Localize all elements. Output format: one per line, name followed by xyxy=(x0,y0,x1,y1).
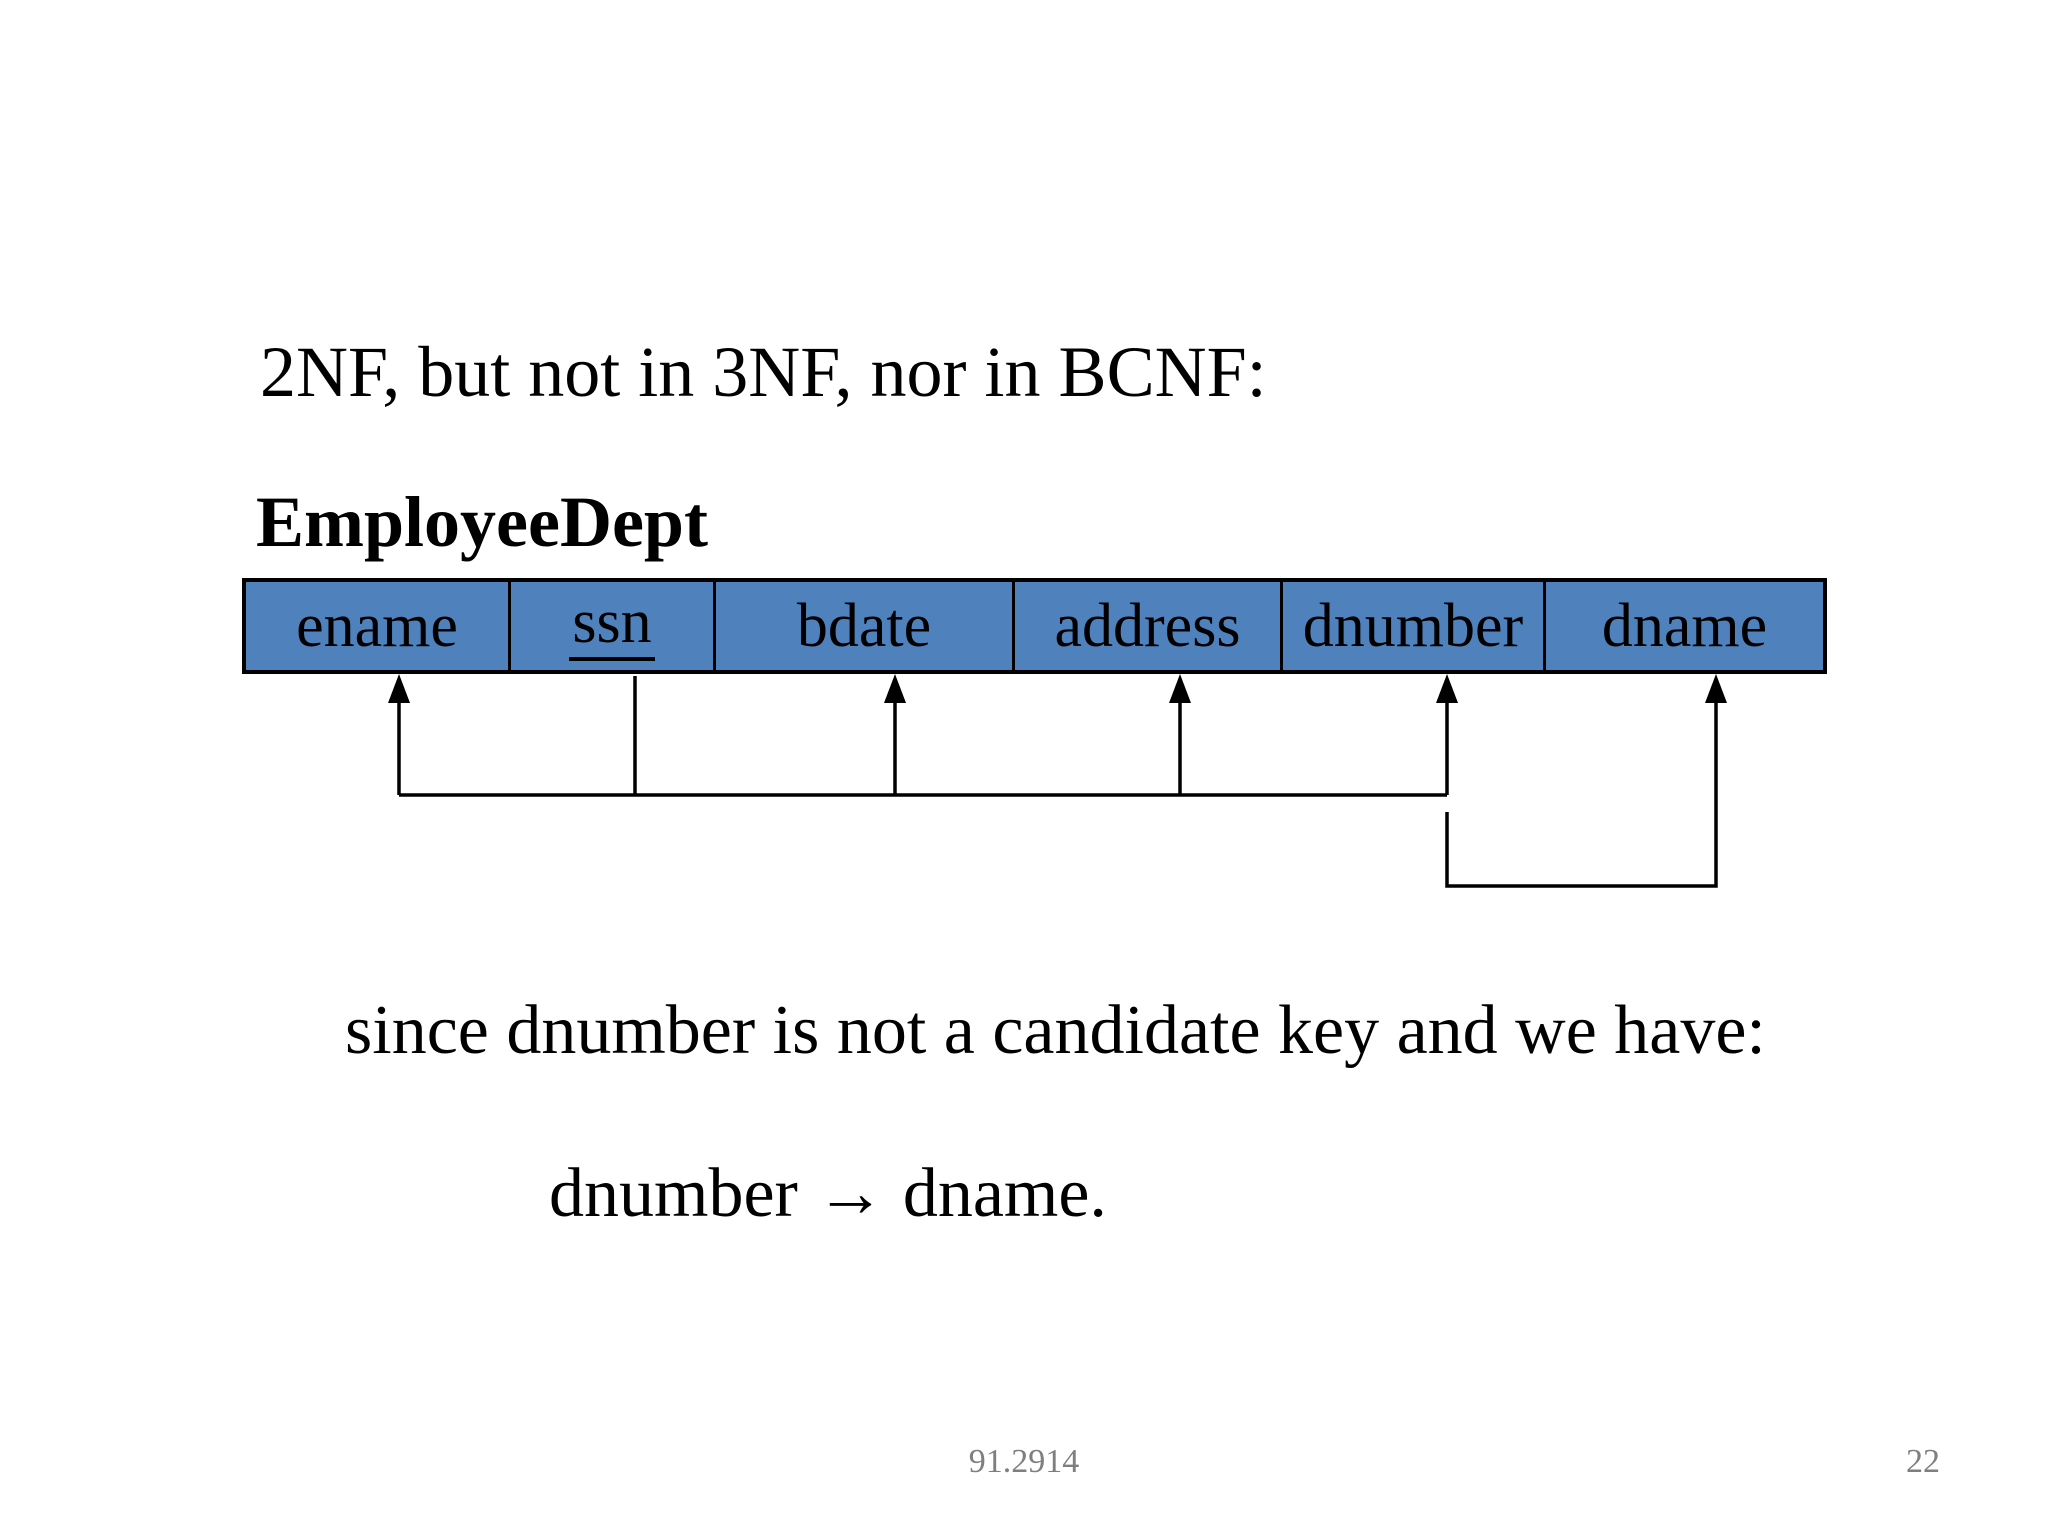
note-text: since dnumber is not a candidate key and… xyxy=(345,992,1766,1069)
footer-page-number: 22 xyxy=(1906,1443,1940,1480)
relation-name: EmployeeDept xyxy=(256,482,708,562)
column-cell-ename: ename xyxy=(246,582,511,670)
column-cell-dnumber: dnumber xyxy=(1283,582,1546,670)
footer-course-number: 91.2914 xyxy=(968,1443,1080,1480)
column-cell-ssn: ssn xyxy=(511,582,716,670)
column-label-ssn: ssn xyxy=(569,591,655,661)
arrowhead-ename-icon xyxy=(388,674,410,703)
fd-dnumber-dname-line xyxy=(1445,700,1718,888)
slide-title: 2NF, but not in 3NF, nor in BCNF: xyxy=(260,332,1267,412)
column-cell-bdate: bdate xyxy=(716,582,1015,670)
column-cell-address: address xyxy=(1015,582,1283,670)
column-label-dname: dname xyxy=(1601,592,1768,660)
arrowhead-address-icon xyxy=(1169,674,1191,703)
column-cell-dname: dname xyxy=(1546,582,1823,670)
fd-arrowheads xyxy=(388,674,1727,703)
arrowhead-bdate-icon xyxy=(884,674,906,703)
column-label-bdate: bdate xyxy=(796,592,932,660)
arrowhead-dnumber-icon xyxy=(1436,674,1458,703)
formula-text: dnumber → dname. xyxy=(549,1155,1107,1232)
fd-dnumber-dependency xyxy=(1445,700,1718,888)
relation-table: ename ssn bdate address dnumber dname xyxy=(242,578,1827,674)
arrowhead-dname-icon xyxy=(1705,674,1727,703)
column-label-dnumber: dnumber xyxy=(1302,592,1524,660)
column-label-address: address xyxy=(1054,592,1241,660)
footer: 91.2914 22 xyxy=(0,1443,2048,1493)
column-label-ename: ename xyxy=(296,592,458,660)
fd-ssn-dependency xyxy=(397,676,1449,797)
